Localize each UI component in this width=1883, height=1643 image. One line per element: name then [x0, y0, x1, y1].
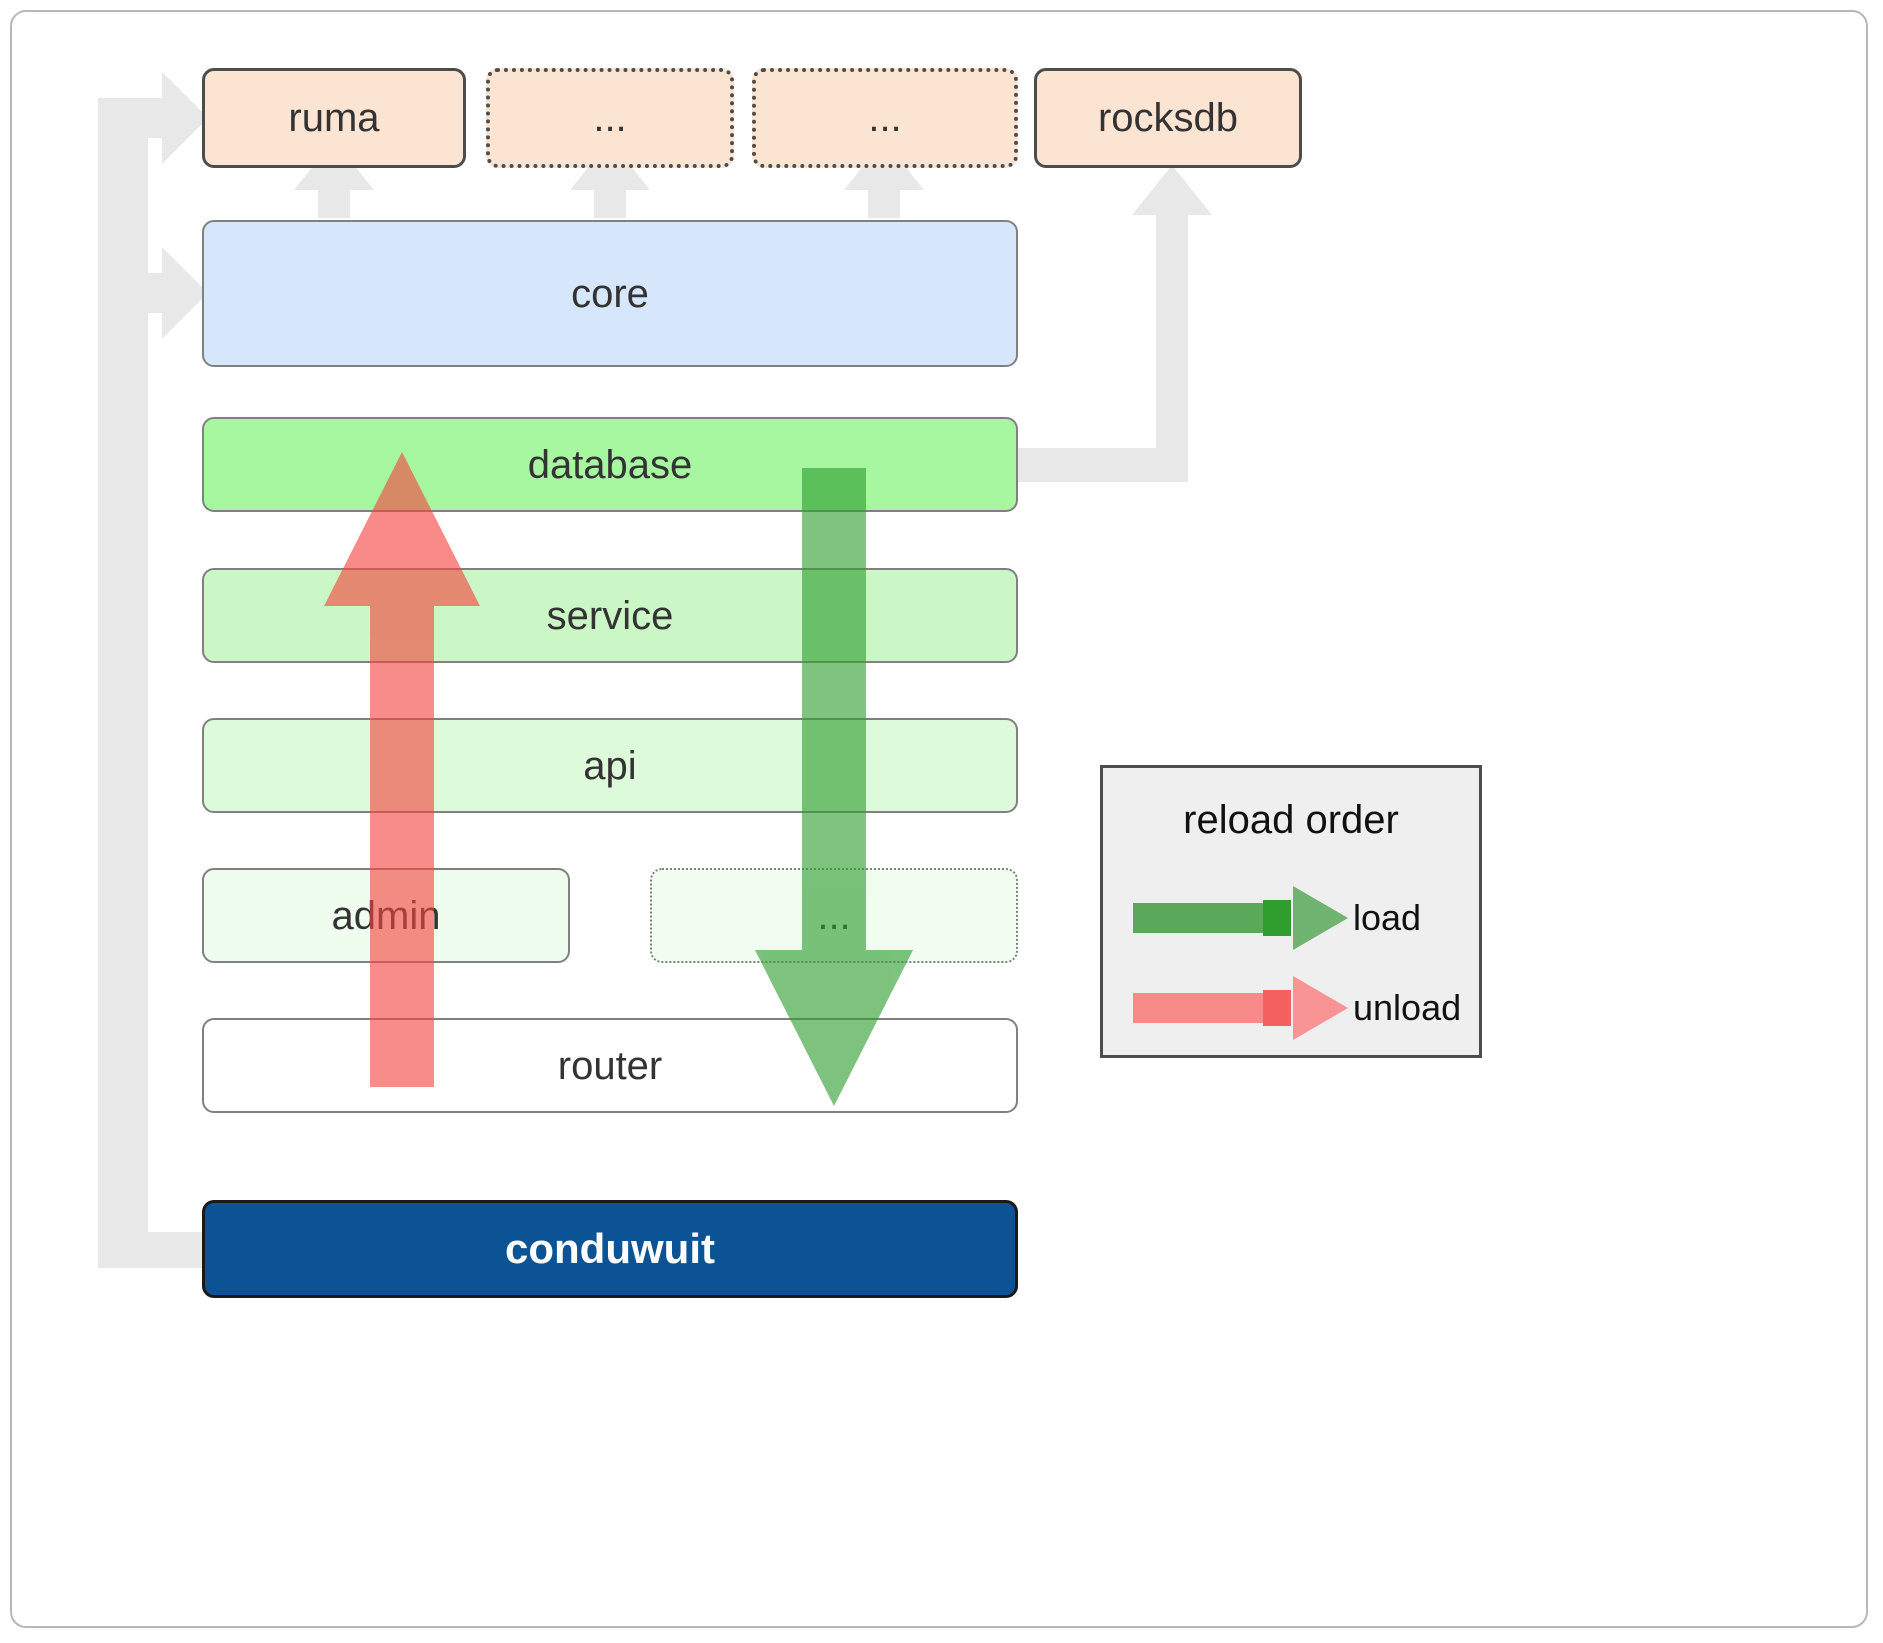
legend-label-unload: unload	[1353, 987, 1462, 1028]
load-arrow-icon	[1133, 886, 1348, 950]
legend-title: reload order	[1183, 798, 1399, 842]
layer-label-router: router	[557, 1043, 663, 1088]
layer-label-database: database	[527, 442, 693, 487]
dependency-label-dots-2: ...	[868, 96, 902, 140]
layer-box-database[interactable]: database	[202, 417, 1018, 512]
legend-row-load: load	[1103, 878, 1479, 958]
unload-arrow-icon	[1133, 976, 1348, 1040]
layer-box-api[interactable]: api	[202, 718, 1018, 813]
core-label: core	[571, 271, 649, 316]
load-flow-arrow	[755, 468, 913, 1106]
dependency-box-dots-2[interactable]: ...	[752, 68, 1018, 168]
dependency-label-ruma: ruma	[288, 96, 380, 140]
legend-panel: reload order load unload	[1100, 765, 1482, 1058]
root-box-conduwuit[interactable]: conduwuit	[202, 1200, 1018, 1298]
legend-label-load: load	[1353, 897, 1422, 938]
core-box[interactable]: core	[202, 220, 1018, 367]
legend-row-unload: unload	[1103, 968, 1479, 1048]
dependency-box-rocksdb[interactable]: rocksdb	[1034, 68, 1302, 168]
dependency-box-ruma[interactable]: ruma	[202, 68, 466, 168]
dependency-box-dots-1[interactable]: ...	[486, 68, 734, 168]
unload-flow-arrow	[324, 452, 480, 1087]
layer-label-api: api	[583, 743, 637, 788]
layer-box-router[interactable]: router	[202, 1018, 1018, 1113]
root-label-conduwuit: conduwuit	[505, 1225, 715, 1272]
dependency-label-rocksdb: rocksdb	[1097, 96, 1239, 140]
dependency-label-dots-1: ...	[593, 96, 627, 140]
layer-label-service: service	[546, 593, 674, 638]
